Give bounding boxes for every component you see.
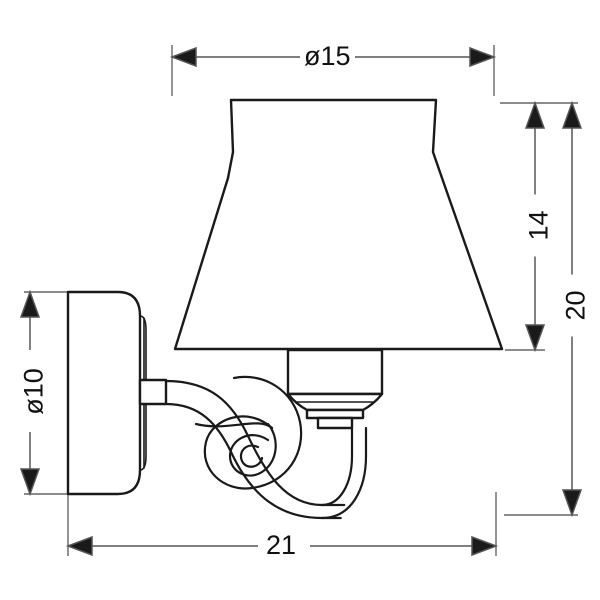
arm-riser-inner [320, 426, 368, 520]
dimension-label-total-height: 20 [561, 274, 591, 337]
dimension-shade-height [524, 100, 546, 353]
dimension-total-height [561, 100, 583, 518]
dimension-wall-plate-height [19, 289, 41, 497]
socket-ring-lower [305, 408, 365, 420]
extension-lines [24, 45, 578, 556]
scroll-spiral-outer [203, 375, 303, 490]
arrow-up [561, 100, 583, 129]
arrow-down [561, 489, 583, 518]
arrow-down [19, 468, 41, 497]
scroll-spiral-core [239, 444, 264, 468]
arrow-up [19, 289, 41, 318]
dimension-label-wall-plate-height: ø10 [19, 351, 49, 432]
arrow-up [524, 100, 546, 129]
lamp-outline-group [66, 98, 504, 520]
dimension-label-total-depth: 21 [262, 532, 301, 559]
scroll-arm-outer [164, 379, 346, 507]
dimension-label-shade-height: 14 [524, 194, 554, 257]
scroll-spiral-mid [228, 422, 277, 477]
arrow-left [65, 535, 93, 557]
dimension-total-depth [65, 535, 499, 557]
socket-collar [316, 416, 354, 430]
arm-mount-stem [138, 378, 168, 406]
dimension-label-shade-top-width: ø15 [300, 43, 355, 70]
arrow-right [471, 535, 499, 557]
dimension-shade-top-width [169, 46, 497, 68]
lampshade [173, 98, 504, 351]
dimension-lines [19, 46, 583, 557]
scroll-arm-inner [164, 402, 342, 520]
arm-riser-outer [320, 426, 354, 507]
arrow-right [469, 46, 497, 68]
wall-plate [66, 290, 142, 496]
arrow-left [169, 46, 197, 68]
arrow-down [524, 324, 546, 353]
scroll-tail [194, 422, 274, 430]
socket-housing [286, 348, 384, 396]
